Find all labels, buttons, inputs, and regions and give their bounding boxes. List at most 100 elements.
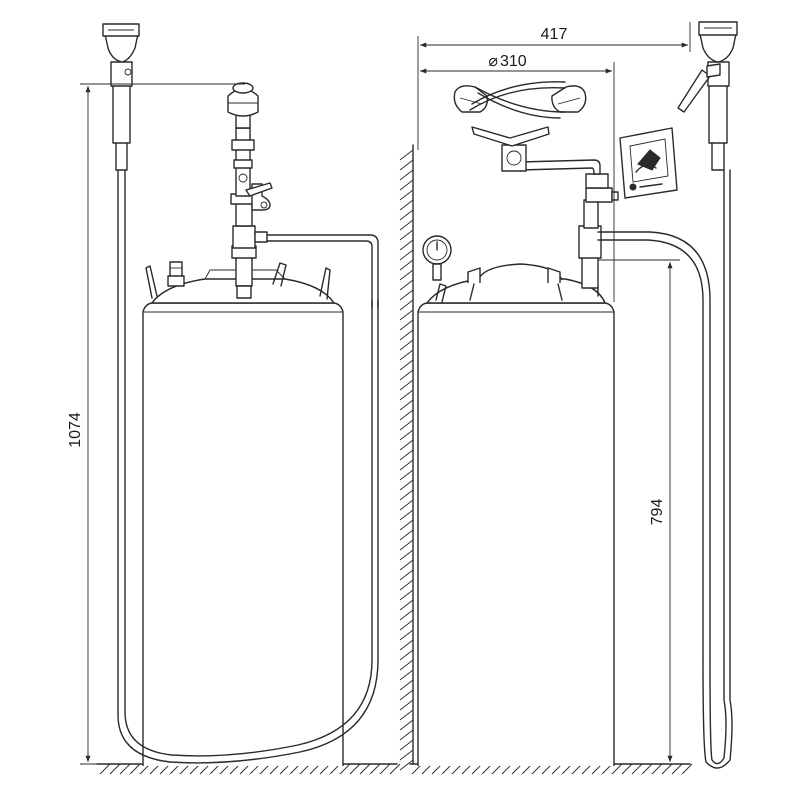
hatch-line <box>399 749 414 761</box>
hatch-line <box>399 349 414 361</box>
hatch-line <box>399 279 414 291</box>
hatch-line <box>399 449 414 461</box>
riser-assembly-right <box>453 81 619 289</box>
hatch-line <box>399 199 414 211</box>
hatch-line <box>379 763 391 775</box>
hatch-line <box>389 763 401 775</box>
hatch-line <box>399 509 414 521</box>
hand-shower-left <box>102 23 140 171</box>
hatch-line <box>399 439 414 451</box>
dimension-overall-height: 1074 <box>67 83 245 765</box>
hatch-line <box>399 679 414 691</box>
hatch-line <box>399 179 414 191</box>
hatch-line <box>399 599 414 611</box>
hatch-line <box>399 359 414 371</box>
hatch-line <box>399 159 414 171</box>
right-unit-side-view <box>417 21 738 769</box>
hatch-line <box>399 289 414 301</box>
pipe-to-hose-left <box>266 234 379 309</box>
hatch-line <box>399 569 414 581</box>
hatch-line <box>399 659 414 671</box>
hatch-line <box>399 229 414 241</box>
hatch-line <box>399 609 414 621</box>
hatch-line <box>399 759 414 771</box>
left-unit-front-view <box>102 23 379 766</box>
pipe-to-hose-right <box>597 231 711 661</box>
hatch-line <box>399 499 414 511</box>
hatch-line <box>399 579 414 591</box>
hatch-line <box>399 339 414 351</box>
hatch-line <box>109 763 121 775</box>
hatch-line <box>631 763 643 775</box>
tank-left <box>142 261 344 766</box>
hatch-line <box>399 369 414 381</box>
hatch-line <box>651 763 663 775</box>
hatch-line <box>399 259 414 271</box>
hatch-line <box>399 709 414 721</box>
riser-assembly-left <box>227 82 273 299</box>
hatch-line <box>399 409 414 421</box>
dimension-label-1074: 1074 <box>67 412 84 448</box>
hatch-line <box>399 249 414 261</box>
hatch-line <box>671 763 683 775</box>
pressure-gauge-icon <box>422 235 452 281</box>
hatch-line <box>399 699 414 711</box>
tank-right <box>417 263 615 766</box>
hatch-line <box>681 763 693 775</box>
wall <box>399 144 414 771</box>
hatch-line <box>399 689 414 701</box>
hand-shower-right <box>677 21 738 171</box>
hatch-line <box>399 519 414 531</box>
hatch-line <box>399 189 414 201</box>
hatch-line <box>661 763 673 775</box>
dimension-label-417: 417 <box>541 26 568 43</box>
hatch-line <box>399 539 414 551</box>
hatch-line <box>611 763 623 775</box>
hatch-line <box>399 149 414 161</box>
hatch-line <box>399 379 414 391</box>
hatch-line <box>399 419 414 431</box>
hatch-line <box>399 589 414 601</box>
hatch-line <box>399 739 414 751</box>
hatch-line <box>399 299 414 311</box>
dimension-overall-width: 417 <box>417 22 691 150</box>
hatch-line <box>621 763 633 775</box>
hatch-line <box>349 763 361 775</box>
hatch-line <box>399 559 414 571</box>
hatch-line <box>399 269 414 281</box>
hatch-line <box>399 319 414 331</box>
hatch-line <box>399 309 414 321</box>
hatch-line <box>641 763 653 775</box>
hatch-line <box>399 459 414 471</box>
hatch-line <box>399 489 414 501</box>
hatch-line <box>399 239 414 251</box>
hatch-line <box>399 629 414 641</box>
dimension-label-310: 310 <box>500 53 527 70</box>
hatch-line <box>129 763 141 775</box>
diameter-symbol: ⌀ <box>488 53 498 70</box>
hose-left <box>117 169 379 764</box>
hatch-line <box>399 649 414 661</box>
hatch-line <box>399 639 414 651</box>
hose-right <box>702 169 733 769</box>
hatch-line <box>399 429 414 441</box>
hatch-line <box>399 209 414 221</box>
wall-hatching <box>399 149 414 771</box>
hatch-line <box>399 219 414 231</box>
hatch-line <box>119 763 131 775</box>
hatch-line <box>399 549 414 561</box>
hatch-line <box>399 469 414 481</box>
hatch-line <box>369 763 381 775</box>
hatch-line <box>99 763 111 775</box>
hatch-line <box>339 763 351 775</box>
hatch-line <box>399 479 414 491</box>
hatch-line <box>399 389 414 401</box>
eyewash-sign <box>619 127 678 199</box>
hatch-line <box>399 719 414 731</box>
dimension-tank-diameter: ⌀ 310 <box>420 53 615 302</box>
dimension-label-794: 794 <box>649 499 666 526</box>
hatch-line <box>359 763 371 775</box>
hatch-line <box>399 399 414 411</box>
hatch-line <box>399 529 414 541</box>
